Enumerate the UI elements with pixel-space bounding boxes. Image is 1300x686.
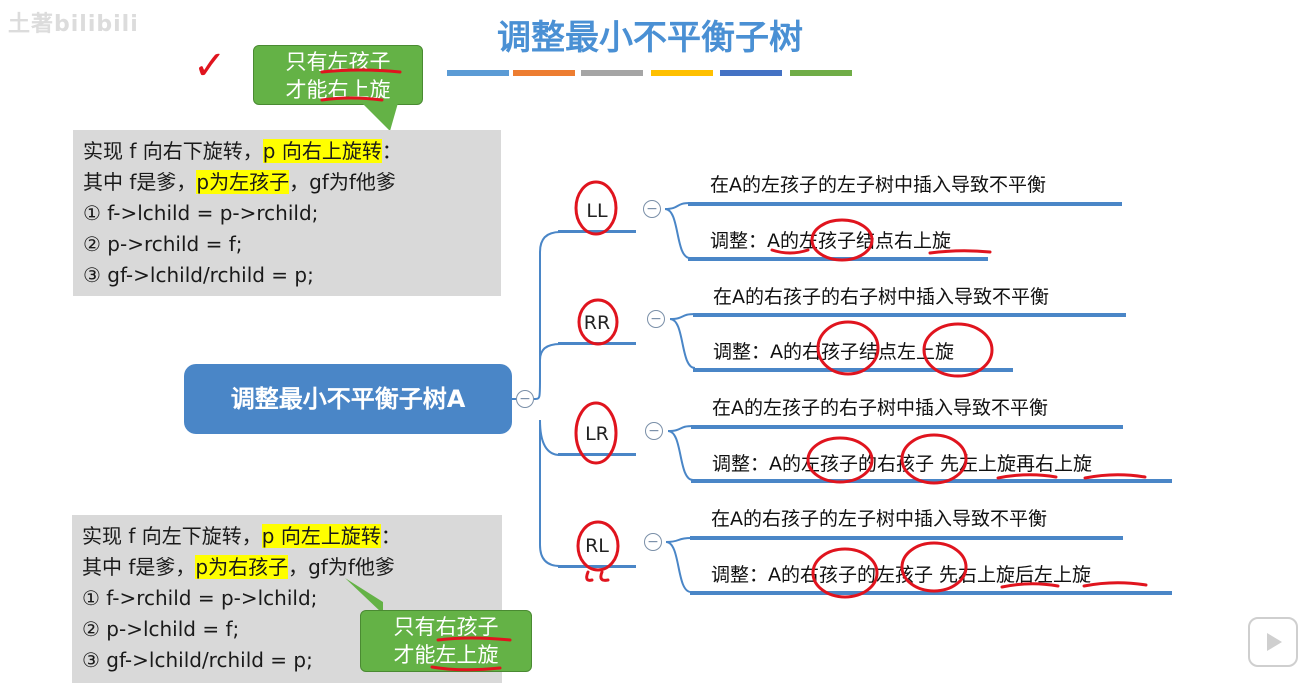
annotation-underline [996,473,1058,480]
leaf-underline [688,202,1122,206]
connector-rl [539,420,561,567]
bottom-note-line1: 实现 f 向左下旋转，p 向左上旋转： [82,524,401,548]
connector-ll-leaf2 [664,208,691,259]
ll-cause-text: 在A的左孩子的左子树中插入导致不平衡 [710,174,1046,196]
connector-lr-leaf2 [667,430,694,481]
branch-underline [558,453,636,456]
annotation-circle [900,541,968,593]
bottom-callout-line2: 才能左上旋 [393,643,499,667]
bottom-note-line4: ② p->lchild = f; [82,617,240,641]
annotation-circle [577,298,619,346]
connector-rl-leaf2 [665,541,692,593]
bottom-callout: 只有右孩子 才能左上旋 [360,610,532,672]
bottom-note-line2: 其中 f是爹，p为右孩子，gf为f他爹 [82,555,395,579]
top-note-line3: ① f->lchild = p->rchild; [83,201,319,225]
top-note-line1: 实现 f 向右下旋转，p 向右上旋转： [83,139,402,163]
root-node[interactable]: 调整最小不平衡子树A [184,364,512,434]
branch-label-lr[interactable]: LR [585,423,609,445]
check-mark-icon: ✓ [193,43,227,89]
collapse-ll-icon[interactable]: − [643,200,661,218]
leaf-underline [691,425,1123,429]
top-callout-pointer [362,103,398,131]
annotation-underline [1082,581,1148,588]
connector-rr-leaf2 [669,318,696,369]
rl-cause-text: 在A的右孩子的左子树中插入导致不平衡 [711,508,1047,530]
bottom-callout-pointer [345,578,383,614]
annotation-underline [770,248,810,255]
annotation-circle [574,180,618,236]
annotation-underline [1000,582,1060,589]
lr-cause-text: 在A的左孩子的右子树中插入导致不平衡 [712,397,1048,419]
rr-fix-text: 调整：A的右孩子结点左上旋 [713,341,954,363]
annotation-underline [430,665,502,672]
top-note-line5: ③ gf->lchild/rchild = p; [83,263,314,287]
collapse-lr-icon[interactable]: − [645,422,663,440]
leaf-underline [690,591,1172,595]
top-callout: 只有左孩子 才能右上旋 [253,45,423,105]
color-bar [720,70,782,76]
annotation-circle [816,320,880,376]
annotation-circle [576,520,620,572]
leaf-underline [690,536,1123,540]
branch-label-rr[interactable]: RR [583,312,611,334]
annotation-underline [320,96,384,102]
ll-fix-text: 调整：A的左孩子结点右上旋 [710,230,951,252]
page-title: 调整最小不平衡子树 [497,18,803,58]
annotation-underline [928,249,992,255]
branch-label-rl[interactable]: RL [585,535,609,557]
top-note-box: 实现 f 向右下旋转，p 向右上旋转： 其中 f是爹，p为左孩子，gf为f他爹 … [73,130,501,296]
color-bar [581,70,643,76]
annotation-circle [922,322,994,378]
annotation-underline [320,68,402,74]
leaf-underline [691,479,1172,483]
connector-trunk [533,231,561,400]
rl-fix-text: 调整：A的右孩子的左孩子 先右上旋后左上旋 [711,564,1092,586]
annotation-circle [574,401,618,465]
annotation-circle [900,433,968,485]
rr-cause-text: 在A的右孩子的右子树中插入导致不平衡 [713,286,1049,308]
collapse-rr-icon[interactable]: − [647,310,665,328]
bottom-note-line3: ① f->rchild = p->lchild; [82,586,318,610]
annotation-underline [436,636,512,642]
branch-underline [558,230,636,233]
color-bar [790,70,852,76]
annotation-underline [1083,473,1147,480]
bottom-callout-line1: 只有右孩子 [393,615,499,639]
color-bar [513,70,575,76]
top-note-line4: ② p->rchild = f; [83,232,243,256]
top-note-line2: 其中 f是爹，p为左孩子，gf为f他爹 [83,170,396,194]
annotation-scribble [585,570,610,582]
branch-label-ll[interactable]: LL [586,200,608,222]
connector-rr [539,343,561,361]
annotation-circle [806,436,874,484]
leaf-underline [693,313,1126,317]
player-tv-icon[interactable] [1248,617,1298,667]
collapse-rl-icon[interactable]: − [644,533,662,551]
tv-glyph [1267,633,1282,651]
annotation-circle [810,218,874,262]
branch-underline [558,565,636,568]
collapse-root-icon[interactable]: − [516,390,534,408]
color-bar [447,70,509,76]
annotation-circle [811,547,879,599]
leaf-underline [693,368,1013,372]
bottom-note-line5: ③ gf->lchild/rchild = p; [82,648,313,672]
color-bar [651,70,713,76]
watermark: 土著bilibili [8,12,139,37]
